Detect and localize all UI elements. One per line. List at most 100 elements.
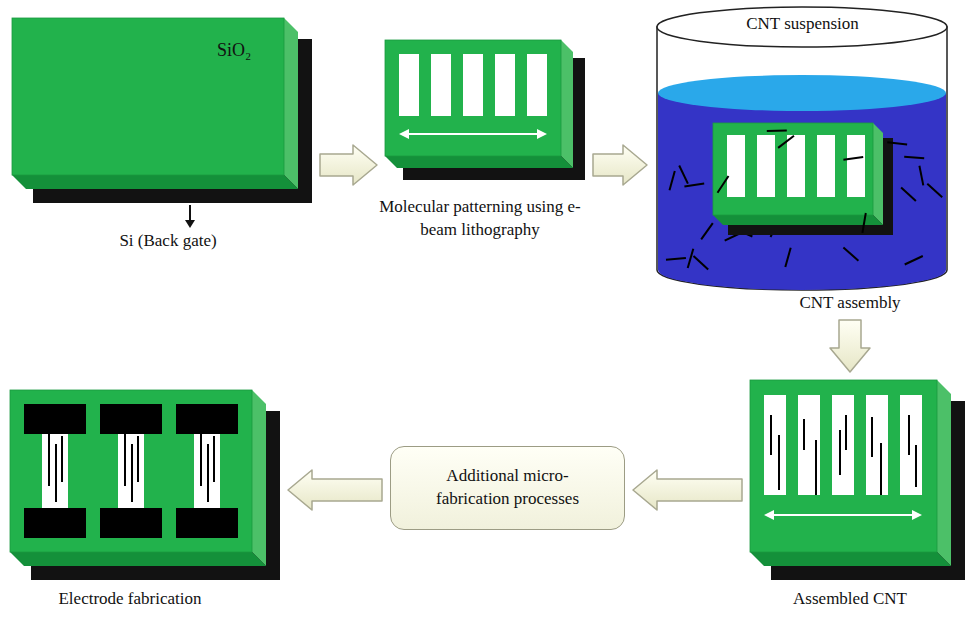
inline-label: CNT suspension (655, 13, 950, 36)
leader-arrowhead (185, 220, 195, 228)
drawn-rect (847, 135, 865, 197)
drawn-line (670, 171, 675, 190)
drawn-line (124, 434, 126, 486)
drawn-line (137, 436, 139, 482)
drawn-rect (100, 404, 162, 434)
drawn-line (905, 256, 923, 265)
drawn-line (904, 157, 924, 159)
substrate-slab-art (12, 18, 312, 203)
drawn-rect (817, 135, 835, 197)
stage-caption: Electrode fabrication (20, 588, 240, 611)
drawn-polygon (10, 552, 266, 566)
drawn-rect (42, 434, 68, 508)
drawn-line (55, 444, 57, 502)
drawn-polygon (12, 175, 298, 189)
drawn-line (688, 249, 694, 268)
drawn-line (684, 184, 704, 187)
device-substrate-art (10, 390, 280, 580)
drawn-polygon (385, 156, 573, 168)
process-label: Additional micro-fabrication processes (420, 465, 595, 511)
assembled-substrate-art (750, 380, 965, 580)
drawn-rect (463, 54, 483, 116)
drawn-line (908, 415, 910, 455)
drawn-line (815, 440, 817, 495)
drawn-rect (900, 395, 922, 495)
drawn-line (862, 213, 865, 233)
drawn-line (718, 176, 729, 193)
drawn-line (679, 166, 688, 184)
substrate-slab: SiO₂Si (Back gate) (12, 18, 312, 203)
drawn-line (770, 415, 772, 455)
drawn-line (701, 223, 713, 239)
block-arrow (593, 145, 647, 185)
drawn-rect (24, 404, 86, 434)
drawn-polygon (561, 40, 573, 168)
suspension-beaker-art (655, 5, 950, 290)
stage-caption: Si (Back gate) (88, 230, 248, 253)
drawn-line (207, 444, 209, 502)
drawn-rect (385, 40, 561, 156)
drawn-rect (194, 434, 220, 508)
patterned-substrate: Molecular patterning using e-beam lithog… (385, 40, 585, 180)
drawn-polygon (750, 552, 951, 566)
inline-label: SiO₂ (217, 38, 277, 62)
drawn-rect (750, 380, 937, 552)
drawn-rect (832, 395, 854, 495)
drawn-line (927, 184, 942, 197)
drawn-line (666, 258, 686, 260)
stage-caption: Molecular patterning using e-beam lithog… (362, 196, 598, 242)
drawn-rect (176, 404, 238, 434)
drawn-line (901, 188, 916, 202)
drawn-rect (100, 508, 162, 538)
drawn-polygon (537, 129, 547, 139)
drawn-line (845, 415, 847, 450)
block-arrow (288, 470, 382, 510)
drawn-rect (495, 54, 515, 116)
drawn-line (694, 256, 709, 270)
drawn-rect (527, 54, 547, 116)
block-arrow (320, 145, 377, 185)
drawn-line (213, 436, 215, 482)
drawn-line (843, 247, 858, 260)
drawn-ellipse (658, 75, 946, 111)
drawn-rect (757, 135, 775, 197)
patterned-substrate-art (385, 40, 585, 180)
drawn-polygon (284, 18, 298, 189)
suspension-beaker: CNT suspensionCNT assembly (655, 5, 950, 290)
leader-line (189, 205, 191, 222)
drawn-line (915, 445, 917, 487)
drawn-polygon (399, 129, 409, 139)
drawn-rect (727, 135, 745, 197)
drawn-line (48, 434, 50, 486)
drawn-line (200, 434, 202, 486)
drawn-rect (399, 54, 419, 116)
block-arrow (830, 320, 870, 372)
drawn-rect (24, 508, 86, 538)
drawn-polygon (764, 510, 774, 520)
drawn-rect (798, 395, 820, 495)
drawn-path (657, 27, 947, 290)
drawn-line (407, 133, 539, 135)
drawn-line (871, 417, 873, 457)
drawn-polygon (873, 123, 883, 225)
device-substrate: Electrode fabrication (10, 390, 280, 580)
drawn-rect (787, 135, 805, 197)
drawn-line (767, 129, 787, 132)
drawn-rect (118, 434, 144, 508)
drawn-line (778, 435, 780, 490)
drawn-rect (10, 390, 252, 552)
drawn-rect (431, 54, 451, 116)
drawn-line (887, 142, 907, 144)
assembled-substrate: Assembled CNT (750, 380, 965, 580)
drawn-polygon (912, 510, 922, 520)
drawn-rect (764, 395, 786, 495)
drawn-rect (866, 395, 888, 495)
drawn-rect (12, 18, 284, 175)
drawn-rect (176, 508, 238, 538)
block-arrow (633, 470, 742, 510)
drawn-polygon (252, 390, 266, 566)
drawn-line (843, 157, 863, 160)
drawn-g (713, 123, 893, 235)
stage-caption: Assembled CNT (750, 588, 950, 611)
